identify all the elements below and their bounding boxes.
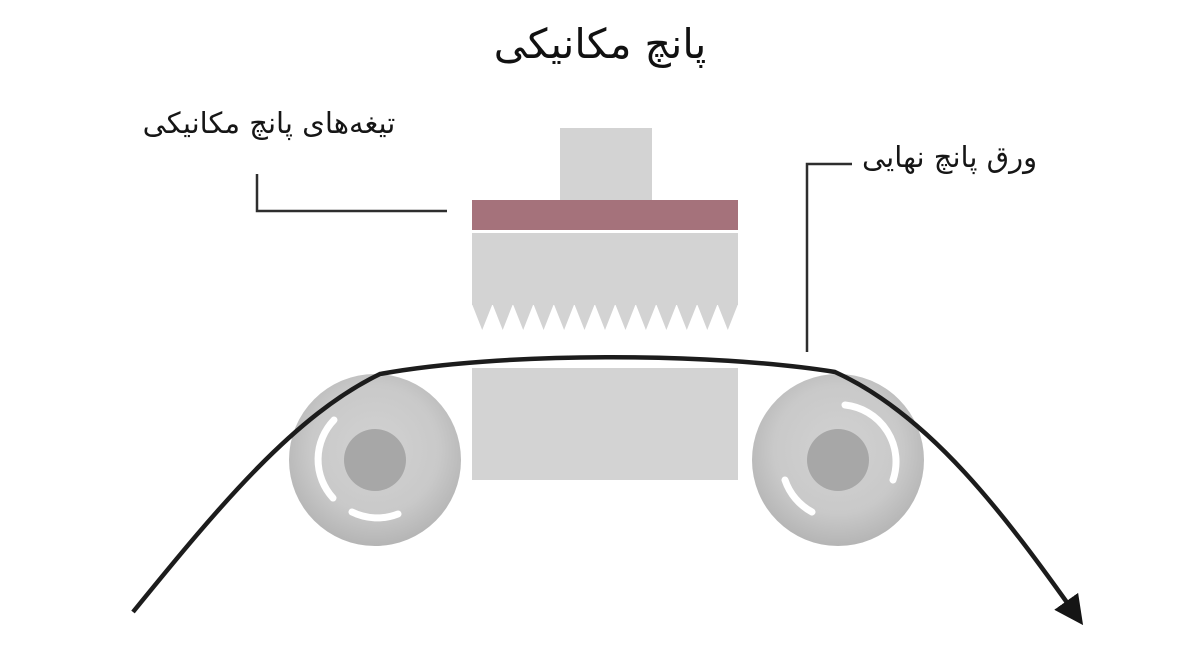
blades-leader-line xyxy=(255,174,447,213)
punch-teeth xyxy=(472,304,738,330)
sheet-path xyxy=(131,355,1084,626)
left-roller-hub xyxy=(344,429,406,491)
left-roller-highlight-small-arc xyxy=(348,508,402,522)
left-roller xyxy=(289,374,461,546)
sheet-label: ورق پانچ نهایی xyxy=(862,140,1038,174)
punch-blade-band xyxy=(472,200,738,230)
punch-body xyxy=(472,233,738,305)
right-roller-hub xyxy=(807,429,869,491)
right-roller-highlight-arc xyxy=(841,401,900,484)
left-roller-highlight-arc xyxy=(314,416,338,502)
punch-shaft xyxy=(560,128,652,202)
right-roller xyxy=(752,374,924,546)
right-roller-highlight-small-arc xyxy=(781,476,816,516)
blades-label: تیغه‌های پانچ مکانیکی xyxy=(142,106,396,140)
diagram-title: پانچ مکانیکی xyxy=(493,20,707,68)
sheet-leader-line xyxy=(805,162,852,352)
die-base xyxy=(472,368,738,480)
